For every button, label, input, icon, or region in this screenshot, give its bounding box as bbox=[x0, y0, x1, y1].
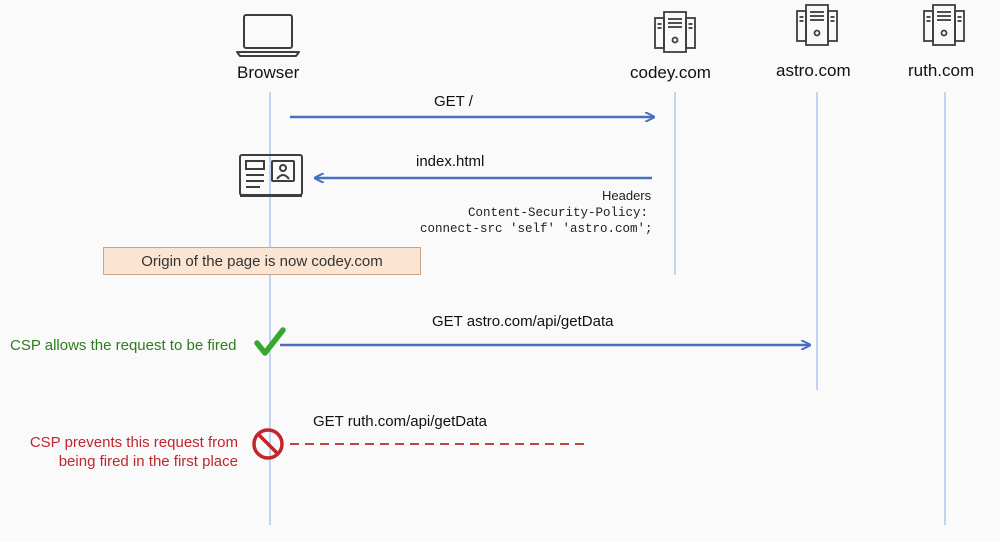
participant-astro: astro.com bbox=[776, 61, 851, 80]
checkmark-icon bbox=[254, 327, 286, 356]
participant-browser: Browser bbox=[237, 63, 300, 82]
server-icon bbox=[923, 4, 965, 46]
message-get-ruth: GET ruth.com/api/getData bbox=[313, 413, 487, 430]
message-get-root: GET / bbox=[434, 93, 473, 110]
origin-note: Origin of the page is now codey.com bbox=[103, 247, 421, 275]
message-get-astro: GET astro.com/api/getData bbox=[432, 313, 614, 330]
server-icon bbox=[796, 4, 838, 46]
note-csp-allowed: CSP allows the request to be fired bbox=[10, 337, 237, 354]
csp-header-line1: Content-Security-Policy: bbox=[468, 206, 649, 220]
laptop-icon bbox=[236, 14, 300, 57]
note-csp-blocked-line2: being fired in the first place bbox=[58, 453, 238, 470]
participant-ruth: ruth.com bbox=[908, 61, 975, 80]
headers-title: Headers bbox=[602, 188, 652, 203]
csp-header-line2: connect-src 'self' 'astro.com'; bbox=[420, 222, 653, 236]
web-page-icon bbox=[239, 154, 303, 197]
participant-codey: codey.com bbox=[630, 63, 711, 82]
prohibited-icon bbox=[252, 428, 284, 460]
message-index-html: index.html bbox=[416, 153, 485, 170]
note-csp-blocked-line1: CSP prevents this request from bbox=[29, 434, 238, 451]
server-icon bbox=[654, 11, 696, 53]
